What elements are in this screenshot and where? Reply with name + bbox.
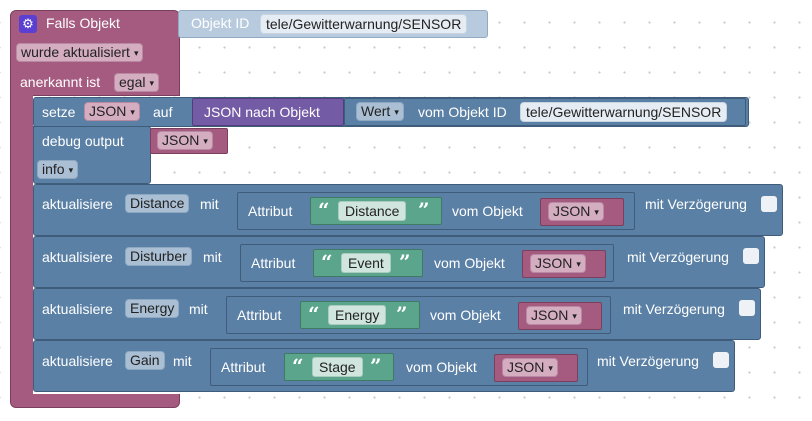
json-var-value: JSON [531, 307, 569, 323]
update-with-label: mit [200, 196, 219, 212]
update-label: aktualisiere [42, 353, 113, 369]
from-object-label: vom Objekt [434, 255, 505, 271]
attribute-label: Attribut [251, 255, 296, 271]
ack-dropdown-value: egal [119, 74, 146, 90]
close-quote-icon: ” [396, 302, 408, 326]
caret-down-icon: ▾ [133, 48, 139, 58]
from-object-label: vom Objekt [430, 307, 501, 323]
open-quote-icon: “ [308, 302, 320, 326]
update-label: aktualisiere [42, 196, 113, 212]
attribute-label: Attribut [248, 203, 293, 219]
debug-var-value: JSON [162, 132, 200, 148]
open-quote-icon: “ [292, 354, 304, 378]
event-block-footer[interactable] [10, 394, 180, 408]
event-title: Falls Objekt [46, 15, 120, 31]
caret-down-icon: ▾ [203, 136, 208, 146]
json-var-dropdown[interactable]: JSON▾ [530, 254, 586, 273]
from-object-label: vom Objekt [452, 203, 523, 219]
updated-dropdown[interactable]: wurde aktualisiert▾ [16, 43, 144, 62]
delay-label: mit Verzögerung [623, 301, 725, 317]
gear-icon[interactable]: ⚙ [19, 15, 37, 33]
json-var-dropdown[interactable]: JSON▾ [502, 358, 558, 377]
caret-down-icon: ▾ [149, 78, 154, 88]
delay-label: mit Verzögerung [597, 353, 699, 369]
caret-down-icon: ▾ [68, 165, 74, 175]
value-dropdown[interactable]: Wert▾ [356, 102, 404, 121]
from-object-label: vom Objekt [406, 359, 477, 375]
value-dropdown-value: Wert [361, 103, 391, 119]
set-var-dropdown[interactable]: JSON▾ [84, 102, 140, 121]
close-quote-icon: ” [399, 250, 411, 274]
attribute-value-field[interactable]: Event [341, 253, 391, 273]
delay-label: mit Verzögerung [645, 196, 747, 212]
json-var-value: JSON [553, 203, 591, 219]
update-target-dropdown[interactable]: Gain [125, 351, 165, 370]
delay-checkbox[interactable] [761, 196, 777, 212]
update-target-dropdown[interactable]: Disturber [125, 247, 192, 266]
object-id-field[interactable]: tele/Gewitterwarnung/SENSOR [260, 14, 468, 34]
attribute-value-field[interactable]: Distance [338, 201, 407, 221]
delay-label: mit Verzögerung [627, 249, 729, 265]
caret-down-icon: ▾ [594, 207, 599, 217]
close-quote-icon: ” [418, 198, 430, 222]
open-quote-icon: “ [318, 198, 330, 222]
attribute-label: Attribut [221, 359, 266, 375]
open-quote-icon: “ [321, 250, 333, 274]
updated-dropdown-value: wurde aktualisiert [21, 44, 130, 60]
update-label: aktualisiere [42, 249, 113, 265]
delay-checkbox[interactable] [739, 300, 755, 316]
update-label: aktualisiere [42, 301, 113, 317]
debug-level-value: info [42, 161, 65, 177]
json-var-dropdown[interactable]: JSON▾ [526, 306, 582, 325]
json-to-object-label: JSON nach Objekt [204, 104, 320, 120]
attribute-value-field[interactable]: Stage [312, 357, 363, 377]
debug-level-dropdown[interactable]: info▾ [37, 160, 79, 179]
caret-down-icon: ▾ [548, 363, 553, 373]
ack-label: anerkannt ist [20, 74, 101, 90]
update-with-label: mit [189, 301, 208, 317]
attribute-label: Attribut [237, 307, 282, 323]
caret-down-icon: ▾ [576, 259, 581, 269]
update-target-dropdown[interactable]: Distance [125, 194, 190, 213]
debug-var-dropdown[interactable]: JSON▾ [157, 131, 213, 150]
json-to-object-block[interactable] [192, 98, 344, 126]
event-block-spine[interactable] [10, 95, 33, 395]
update-target-dropdown[interactable]: Energy [125, 299, 180, 318]
attribute-value-field[interactable]: Energy [328, 305, 387, 325]
delay-checkbox[interactable] [713, 352, 729, 368]
set-on-label: auf [153, 104, 173, 120]
json-var-dropdown[interactable]: JSON▾ [548, 202, 604, 221]
delay-checkbox[interactable] [743, 248, 759, 264]
update-with-label: mit [203, 249, 222, 265]
json-var-value: JSON [507, 359, 545, 375]
debug-label: debug output [42, 133, 124, 149]
json-var-value: JSON [535, 255, 573, 271]
object-id-label: Objekt ID [191, 15, 250, 31]
set-label: setze [42, 104, 76, 120]
caret-down-icon: ▾ [572, 311, 577, 321]
update-with-label: mit [173, 353, 192, 369]
ack-dropdown[interactable]: egal▾ [114, 73, 159, 92]
from-object-id-label: vom Objekt ID [418, 104, 507, 120]
set-var-value: JSON [89, 103, 127, 119]
set-object-id-field[interactable]: tele/Gewitterwarnung/SENSOR [520, 102, 728, 122]
caret-down-icon: ▾ [394, 107, 399, 117]
caret-down-icon: ▾ [130, 107, 135, 117]
close-quote-icon: ” [370, 354, 382, 378]
